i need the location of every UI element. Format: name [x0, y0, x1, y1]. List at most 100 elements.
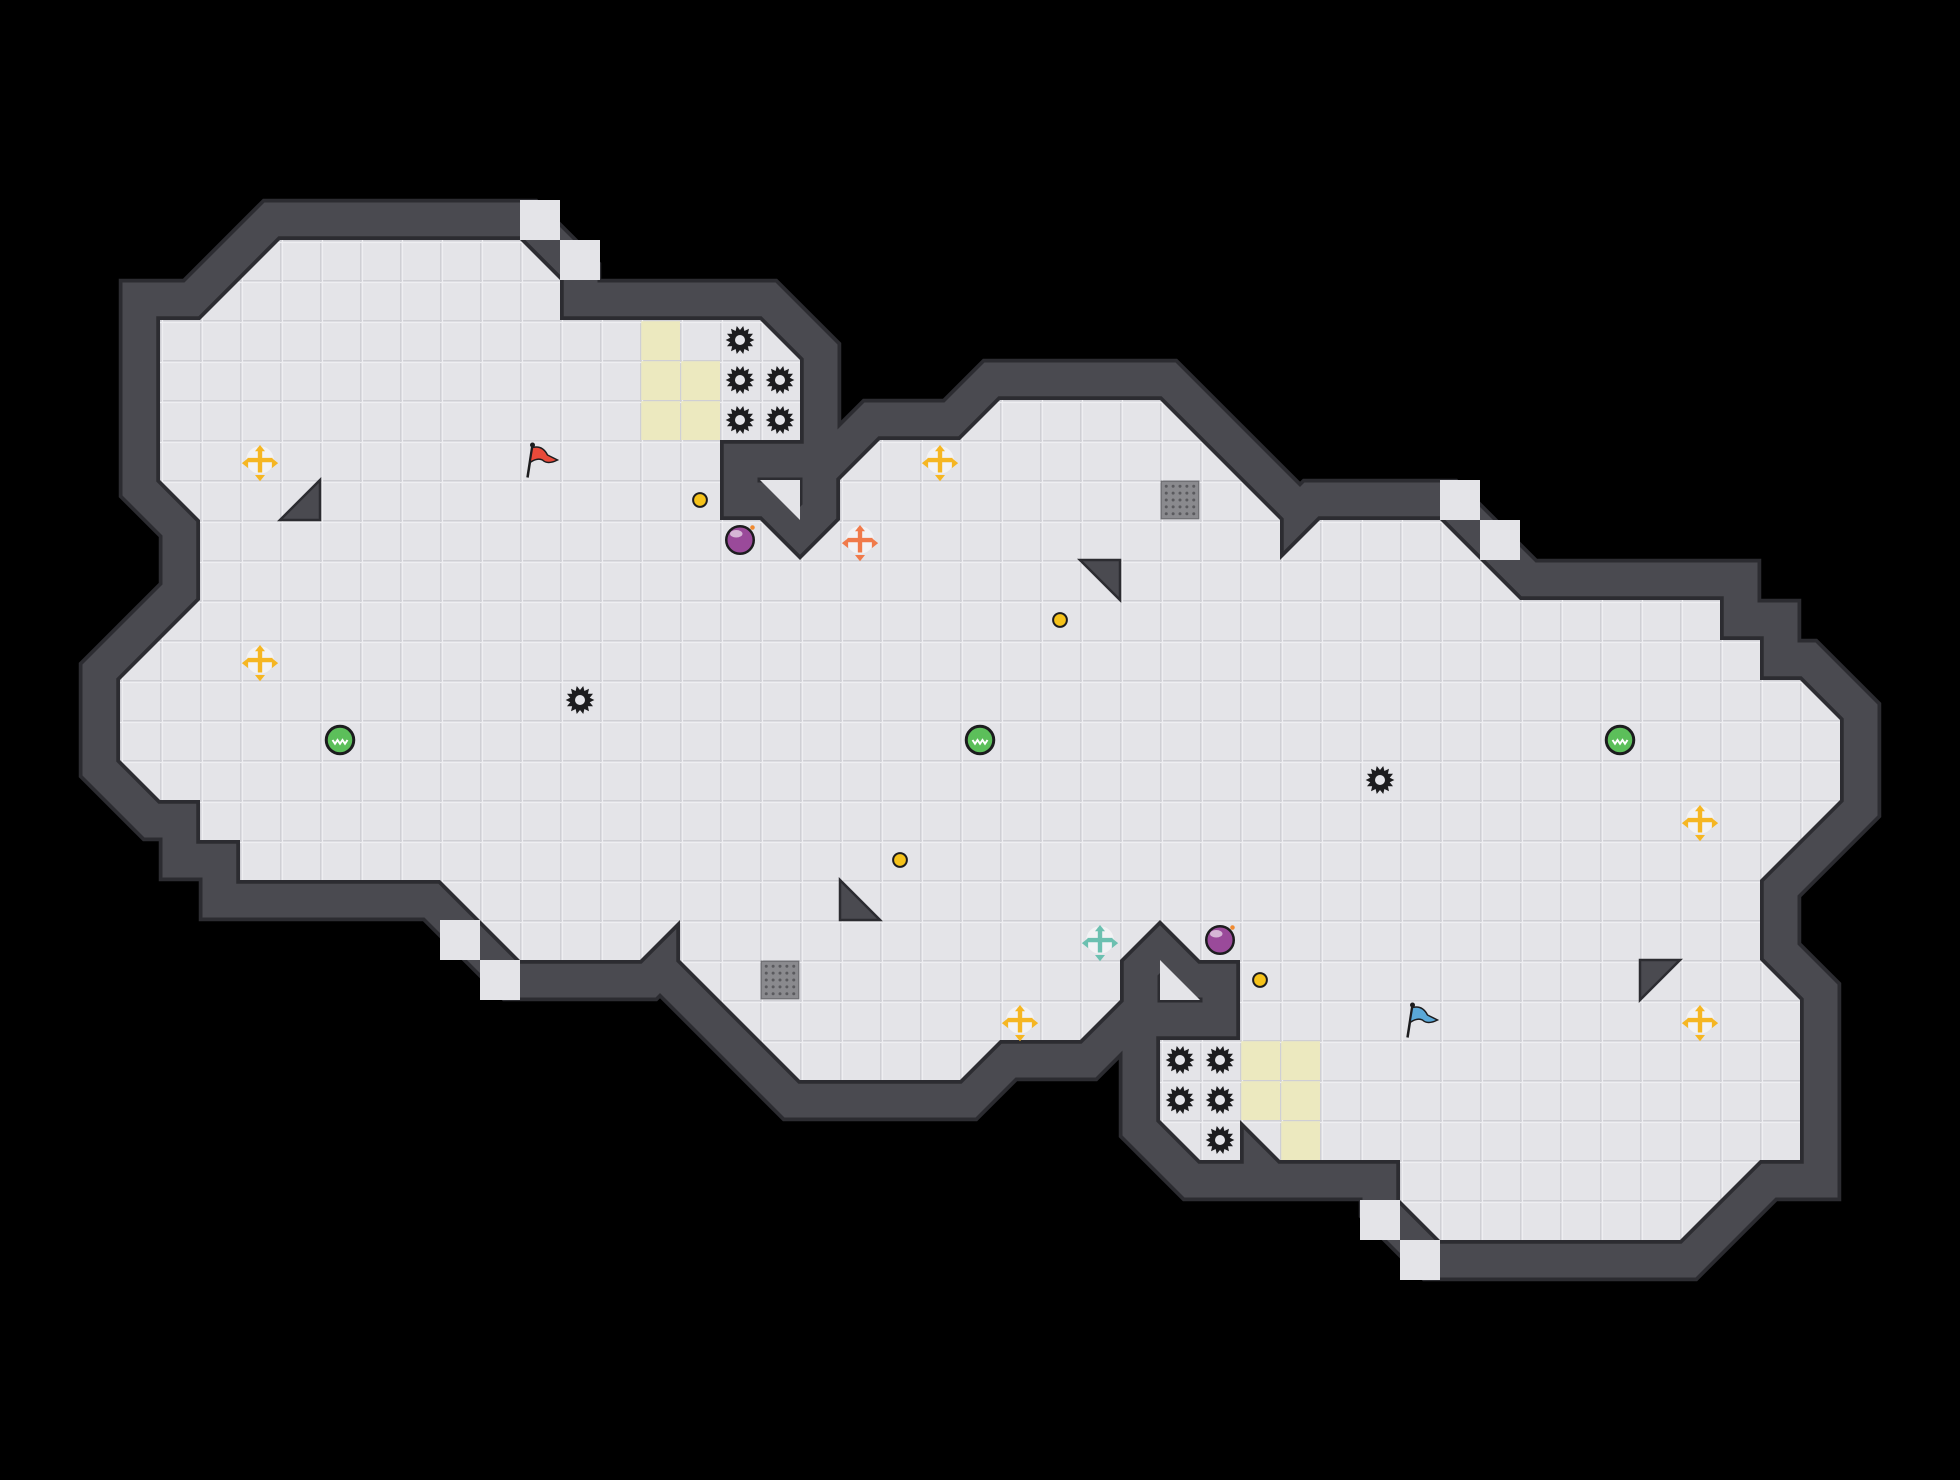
gear-hole: [775, 375, 785, 385]
blue-flag-icon: [1406, 1002, 1440, 1038]
corner-tile: [440, 920, 480, 960]
wall-triangle: [276, 476, 322, 522]
goal-tile: [681, 361, 720, 400]
cross-bars: [1007, 1007, 1033, 1033]
cross-arrow: [255, 645, 265, 652]
green-ball-icon: [964, 724, 996, 756]
coin-icon: [1252, 972, 1268, 988]
cross-arrow: [921, 458, 929, 469]
spike-gear-icon: [765, 366, 795, 394]
ball-pattern: [331, 738, 349, 746]
orb-shine: [1210, 930, 1223, 938]
coin-icon: [892, 852, 908, 868]
grate-hole: [785, 992, 789, 996]
cross-arrow: [1015, 1005, 1025, 1012]
grate-hole: [792, 992, 796, 996]
grate-hole: [778, 992, 782, 996]
gear-hole: [1175, 1055, 1185, 1065]
cross-arrow: [935, 475, 945, 482]
orange-cross-icon: [841, 525, 879, 562]
cross-arrow: [1095, 955, 1105, 962]
grate-hole: [764, 978, 768, 982]
gear-hole: [1375, 775, 1385, 785]
cross-bars: [847, 527, 873, 553]
yellow-cross-icon: [241, 645, 279, 682]
cross-arrow: [935, 445, 945, 452]
cross-arrow: [1695, 1035, 1705, 1042]
cross-arrow: [855, 525, 865, 532]
grate-hole: [764, 971, 768, 975]
cross-arrow: [1711, 1018, 1719, 1029]
wall-obstacles: [276, 476, 1684, 1004]
goal-tile: [1241, 1081, 1280, 1120]
grate-hole: [785, 985, 789, 989]
corner-tile: [1440, 480, 1480, 520]
spike-gear-icon: [725, 326, 755, 354]
grate-hole: [1164, 505, 1168, 509]
goal-tile: [1241, 1041, 1280, 1080]
wall-triangle: [1076, 558, 1122, 604]
grate-hole: [1185, 505, 1189, 509]
grate-hole: [1185, 484, 1189, 488]
coin-icon: [692, 492, 708, 508]
ball-pattern: [1611, 738, 1629, 746]
goal-tile: [1281, 1041, 1320, 1080]
wall-triangle: [1638, 958, 1684, 1004]
grate-hole: [778, 978, 782, 982]
flag-cloth: [1408, 1006, 1440, 1025]
cross-bars: [1687, 1007, 1713, 1033]
purple-orb-icon: [1205, 925, 1235, 955]
grate-hole: [1185, 498, 1189, 502]
cross-arrow: [855, 555, 865, 562]
goal-tile: [641, 321, 680, 360]
goal-tiles: [641, 321, 1320, 1160]
spike-gear-icon: [1165, 1086, 1195, 1114]
cross-arrow: [271, 458, 279, 469]
cross-arrow: [1695, 1005, 1705, 1012]
spike-gear-icon: [1205, 1046, 1235, 1074]
goal-tile: [641, 361, 680, 400]
spike-gear-icon: [765, 406, 795, 434]
grate-hole: [764, 992, 768, 996]
cross-arrow: [255, 445, 265, 452]
orb-body: [725, 525, 755, 555]
gear-hole: [775, 415, 785, 425]
corner-tile: [560, 240, 600, 280]
grate-hole: [771, 985, 775, 989]
ball-pattern: [971, 738, 989, 746]
gear-hole: [1215, 1095, 1225, 1105]
goal-tile: [1281, 1121, 1320, 1160]
grate-hole: [1192, 512, 1196, 516]
orb-shine: [730, 530, 743, 538]
spike-gear-icon: [1205, 1126, 1235, 1154]
grate-hole: [1185, 512, 1189, 516]
cross-arrow: [1681, 818, 1689, 829]
gear-hole: [1215, 1055, 1225, 1065]
yellow-cross-icon: [921, 445, 959, 482]
corner-tile: [1400, 1240, 1440, 1280]
cross-arrow: [871, 538, 879, 549]
gear-hole: [1175, 1095, 1185, 1105]
goal-tile: [641, 401, 680, 440]
grate-hole: [792, 964, 796, 968]
cross-bars: [1087, 927, 1113, 953]
grate-hole: [1178, 512, 1182, 516]
cross-arrow: [1695, 805, 1705, 812]
teal-cross-icon: [1081, 925, 1119, 962]
cross-arrow: [1681, 1018, 1689, 1029]
cross-arrow: [271, 658, 279, 669]
grate-hole: [1192, 484, 1196, 488]
cross-arrow: [1111, 938, 1119, 949]
wall-pocket-gap: [760, 480, 800, 520]
gear-hole: [1215, 1135, 1225, 1145]
cross-arrow: [841, 538, 849, 549]
cross-arrow: [255, 475, 265, 482]
grate-hole: [785, 971, 789, 975]
cross-arrow: [1695, 835, 1705, 842]
yellow-cross-icon: [1681, 805, 1719, 842]
grate-hole: [1171, 498, 1175, 502]
corner-tile: [520, 200, 560, 240]
grate-hole: [778, 985, 782, 989]
cross-arrow: [255, 675, 265, 682]
corner-tile: [1480, 520, 1520, 560]
